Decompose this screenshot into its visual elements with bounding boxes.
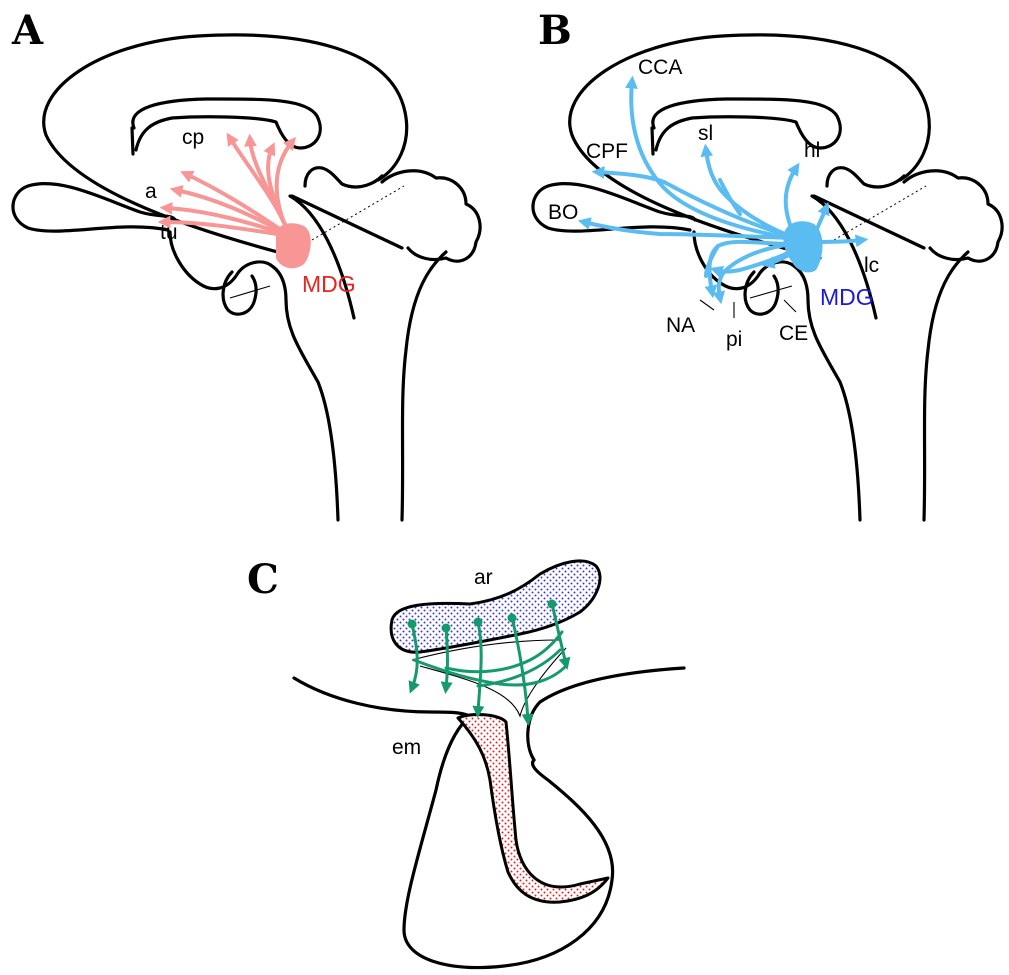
cell-body [408, 620, 417, 629]
cell-body [508, 614, 517, 623]
label-cp: cp [182, 126, 204, 149]
mdg-nucleus [276, 223, 311, 268]
label-na: NA [666, 314, 695, 337]
label-ar: ar [474, 566, 493, 589]
panel-c-letter: C [247, 556, 279, 603]
label-a: a [145, 180, 157, 203]
label-hl: hl [804, 139, 820, 162]
projection-arrow-hl [786, 168, 796, 230]
panel-a-projections [164, 138, 311, 268]
panel-b: B [533, 7, 1002, 520]
projection-arrow [277, 142, 292, 236]
label-em: em [392, 736, 421, 759]
panel-c-outline [294, 640, 684, 968]
ar-region [391, 561, 600, 652]
panel-b-projections [584, 82, 862, 298]
label-tu: tu [160, 221, 178, 244]
cell-body [548, 600, 557, 609]
panel-a-brain-outline [13, 35, 480, 520]
label-ce: CE [779, 322, 808, 345]
cell-body [442, 624, 451, 633]
em-region [458, 715, 608, 903]
cell-body [474, 618, 483, 627]
label-lc: lc [864, 254, 879, 277]
label-bo: BO [548, 201, 578, 224]
label-mdg-a: MDG [302, 271, 356, 297]
label-cpf: CPF [586, 140, 628, 163]
panel-a-letter: A [11, 7, 44, 54]
projection-branch [720, 180, 740, 214]
panel-b-brain-outline [533, 35, 1002, 520]
panel-b-letter: B [538, 7, 572, 54]
panel-a: A [11, 7, 480, 520]
label-pi: pi [726, 328, 742, 351]
label-sl: sl [698, 122, 713, 145]
projection-arrow-cca [631, 82, 800, 240]
label-mdg-b: MDG [820, 284, 874, 310]
fiber-arrow [446, 628, 448, 688]
panel-c: C [247, 556, 684, 968]
label-cca: CCA [638, 56, 682, 79]
